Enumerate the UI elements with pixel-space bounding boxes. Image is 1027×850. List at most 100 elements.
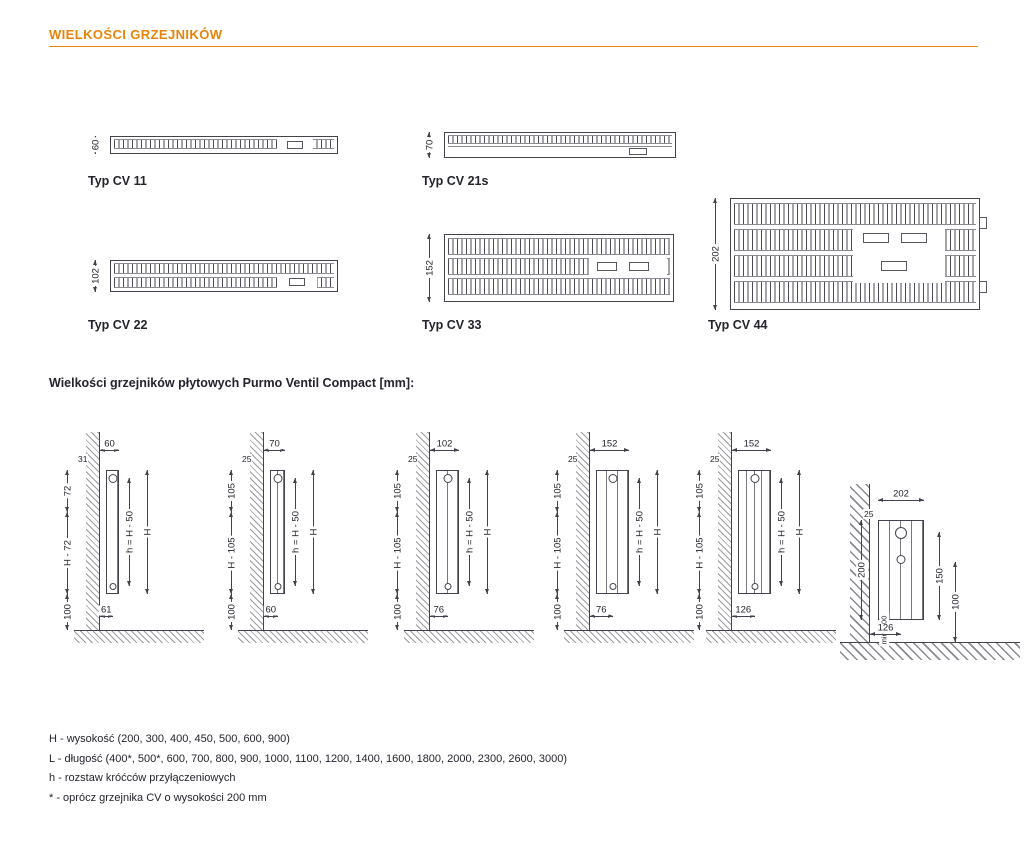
pipe-spacing-dimension: h = H - 50 bbox=[288, 478, 304, 586]
dim-value: h = H - 50 bbox=[464, 509, 476, 555]
fin-band bbox=[114, 263, 334, 274]
dim-value: 100 bbox=[694, 602, 706, 622]
depth-dimension: 202 bbox=[878, 489, 924, 504]
panel-divider bbox=[448, 146, 672, 147]
dim-value: 102 bbox=[90, 266, 102, 286]
dim-value: 152 bbox=[424, 258, 436, 278]
fin-band bbox=[734, 203, 976, 225]
dim-line bbox=[264, 447, 285, 452]
dim-value: H - 72 bbox=[62, 538, 74, 568]
floor-clearance-dimension: 100 bbox=[692, 594, 708, 630]
figure-caption: Typ CV 11 bbox=[88, 174, 147, 188]
wall-offset-value: 25 bbox=[567, 454, 579, 464]
figure-caption: Typ CV 33 bbox=[422, 318, 482, 332]
floor-hatch bbox=[238, 630, 368, 643]
mid-height-dimension: H - 72 bbox=[60, 512, 76, 594]
radiator-panel bbox=[747, 471, 755, 593]
floor-clearance-dimension: 100 bbox=[390, 594, 406, 630]
connector-block bbox=[881, 261, 907, 271]
dim-value: 70 bbox=[267, 438, 282, 450]
dim-value: 72 bbox=[62, 483, 74, 499]
bottom-width-dimension: 61 bbox=[98, 605, 114, 620]
height-dimension: 202 bbox=[708, 198, 724, 310]
dim-line bbox=[878, 497, 924, 502]
dim-line bbox=[732, 613, 755, 618]
dim-value: 152 bbox=[741, 438, 762, 450]
dim-value: H bbox=[652, 526, 664, 538]
total-height-dimension: H bbox=[140, 470, 156, 594]
legend-line-spacing: h - rozstaw króćców przyłączeniowych bbox=[49, 772, 236, 784]
dim-value: 200 bbox=[856, 560, 868, 580]
dim-value: 126 bbox=[875, 622, 896, 634]
radiator-panel bbox=[890, 521, 901, 619]
figure-caption: Typ CV 22 bbox=[88, 318, 148, 332]
dim-line bbox=[430, 447, 459, 452]
pipe-spacing-dimension: h = H - 50 bbox=[632, 478, 648, 586]
height-dimension: 152 bbox=[422, 234, 438, 302]
figure-caption: Typ CV 44 bbox=[708, 318, 768, 332]
radiator-panel bbox=[107, 471, 118, 593]
radiator-panel bbox=[271, 471, 278, 593]
side-tab bbox=[979, 217, 987, 229]
lower-dimension: 100 bbox=[948, 562, 964, 642]
wall-hatch bbox=[576, 432, 590, 630]
depth-dimension: 60 bbox=[100, 438, 119, 454]
radiator-top-view bbox=[444, 132, 676, 158]
bottom-width-dimension: 60 bbox=[263, 604, 279, 620]
height-dimension: 200 bbox=[854, 520, 870, 620]
wall-hatch bbox=[250, 432, 264, 630]
dim-value: H - 105 bbox=[392, 535, 404, 571]
radiator-panel bbox=[879, 521, 890, 619]
valve-circle bbox=[443, 474, 452, 483]
dim-value: 60 bbox=[102, 438, 117, 450]
dim-value: 70 bbox=[424, 137, 436, 153]
mid-height-dimension: H - 105 bbox=[390, 512, 406, 594]
pipe-circle bbox=[896, 555, 906, 564]
height-dimension: 60 bbox=[88, 136, 104, 154]
section-title: Wielkości grzejników płytowych Purmo Ven… bbox=[49, 376, 415, 390]
bottom-width-dimension: 76 bbox=[430, 604, 448, 620]
fin-band bbox=[734, 281, 976, 303]
depth-dimension: 70 bbox=[264, 438, 285, 454]
dim-value: H bbox=[142, 526, 154, 538]
dim-line bbox=[100, 613, 113, 618]
page-title: WIELKOŚCI GRZEJNIKÓW bbox=[49, 27, 223, 42]
floor-hatch bbox=[840, 642, 1020, 660]
wall-offset-value: 25 bbox=[241, 454, 253, 464]
pipe-circle bbox=[609, 583, 616, 590]
dim-value: 152 bbox=[599, 438, 620, 450]
dim-value: 76 bbox=[431, 604, 447, 616]
dim-value: 60 bbox=[263, 604, 279, 616]
radiator-panel bbox=[762, 471, 770, 593]
legend-line-height: H - wysokość (200, 300, 400, 450, 500, 6… bbox=[49, 733, 290, 745]
floor-clearance-dimension: 100 bbox=[60, 594, 76, 630]
height-dimension: 70 bbox=[422, 132, 438, 158]
wall-offset-value: 25 bbox=[407, 454, 419, 464]
dim-value: 105 bbox=[226, 481, 238, 501]
radiator-top-view bbox=[110, 260, 338, 292]
radiator-panel bbox=[912, 521, 923, 619]
dim-line bbox=[590, 613, 613, 618]
dim-value: 102 bbox=[434, 438, 455, 450]
fin-band bbox=[448, 278, 670, 295]
dim-value: 105 bbox=[552, 481, 564, 501]
depth-dimension: 152 bbox=[590, 438, 629, 454]
radiator-panel bbox=[597, 471, 608, 593]
radiator-side-view bbox=[436, 470, 459, 594]
side-view-5: 105 H - 105 100 h = H - 50 H 152 25 126 bbox=[690, 424, 840, 664]
figure-caption: Typ CV 21s bbox=[422, 174, 489, 188]
floor-clearance-dimension: 100 bbox=[224, 594, 240, 630]
radiator-panel bbox=[278, 471, 284, 593]
wall-hatch bbox=[86, 432, 100, 630]
radiator-top-view bbox=[444, 234, 674, 302]
dim-line bbox=[264, 613, 278, 618]
dim-value: 126 bbox=[733, 604, 754, 616]
dim-line bbox=[870, 631, 901, 636]
dim-value: 150 bbox=[934, 566, 946, 586]
cutaway bbox=[853, 225, 945, 283]
side-view-1: 72 H - 72 100 h = H - 50 H 60 31 61 bbox=[58, 424, 208, 664]
floor-hatch bbox=[404, 630, 534, 643]
height-dimension: 102 bbox=[88, 260, 104, 292]
radiator-side-view bbox=[106, 470, 119, 594]
